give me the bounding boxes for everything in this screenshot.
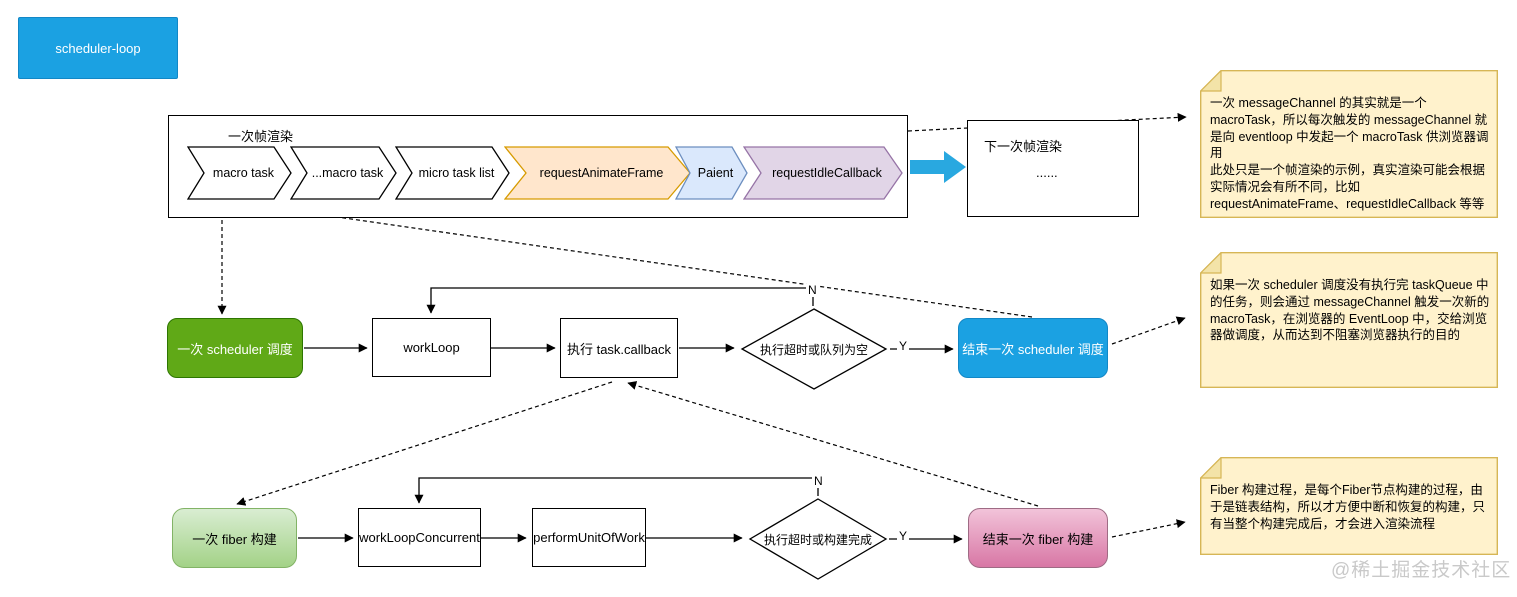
branch-label-yes: Y	[897, 529, 910, 544]
node-fiber-start: 一次 fiber 构建	[172, 508, 297, 568]
node-fiber-end: 结束一次 fiber 构建	[968, 508, 1108, 568]
decision-label: 执行超时或队列为空	[759, 342, 868, 357]
next-frame-box	[967, 120, 1139, 217]
note-fiber-build: Fiber 构建过程，是每个Fiber节点构建的过程，由于是链表结构，所以才方便…	[1200, 457, 1498, 555]
note-message-channel: 一次 messageChannel 的其实就是一个 macroTask，所以每次…	[1200, 70, 1498, 218]
branch-label-no: N	[806, 283, 819, 298]
chevron-request-idle-callback: requestIdleCallback	[743, 146, 903, 200]
chevron-paient: Paient	[675, 146, 748, 200]
decision-fiber-timeout: 执行超时或构建完成	[748, 498, 888, 580]
node-scheduler-end: 结束一次 scheduler 调度	[958, 318, 1108, 378]
decision-label: 执行超时或构建完成	[763, 532, 872, 547]
node-label: 一次 fiber 构建	[192, 531, 277, 547]
watermark: @稀土掘金技术社区	[1331, 560, 1512, 581]
node-workloop: workLoop	[372, 318, 491, 377]
chevron-label: requestAnimateFrame	[539, 166, 664, 180]
note-scheduler-yield: 如果一次 scheduler 调度没有执行完 taskQueue 中的任务，则会…	[1200, 252, 1498, 388]
chevron-label: requestIdleCallback	[772, 166, 882, 180]
node-label: workLoop	[403, 340, 460, 355]
decision-scheduler-timeout: 执行超时或队列为空	[740, 308, 888, 390]
node-label: performUnitOfWork	[533, 530, 645, 545]
frame-render-title: 一次帧渲染	[228, 129, 294, 144]
node-label: 执行 task.callback	[566, 341, 672, 357]
node-label: 一次 scheduler 调度	[177, 341, 293, 357]
node-workloop-concurrent: workLoopConcurrent	[358, 508, 481, 567]
node-scheduler-start: 一次 scheduler 调度	[167, 318, 303, 378]
chevron-more-macro-task: ...macro task	[290, 146, 397, 200]
note-text: Fiber 构建过程，是每个Fiber节点构建的过程，由于是链表结构，所以才方便…	[1210, 483, 1486, 531]
node-label: 结束一次 fiber 构建	[982, 531, 1094, 547]
branch-label-yes: Y	[897, 339, 910, 354]
next-frame-ellipsis: ......	[1036, 165, 1058, 180]
note-text: 如果一次 scheduler 调度没有执行完 taskQueue 中的任务，则会…	[1210, 278, 1490, 343]
chevron-label: macro task	[212, 166, 275, 180]
note-text: 一次 messageChannel 的其实就是一个 macroTask，所以每次…	[1210, 96, 1489, 211]
legend-label: scheduler-loop	[55, 40, 141, 56]
chevron-label: micro task list	[418, 166, 495, 180]
node-label: 结束一次 scheduler 调度	[962, 341, 1104, 357]
next-frame-arrow	[910, 151, 966, 183]
next-frame-title: 下一次帧渲染	[984, 139, 1063, 154]
chevron-request-animate-frame: requestAnimateFrame	[504, 146, 691, 200]
chevron-macro-task: macro task	[187, 146, 292, 200]
branch-label-no: N	[812, 474, 825, 489]
node-exec-task-callback: 执行 task.callback	[560, 318, 678, 378]
chevron-label: ...macro task	[311, 166, 384, 180]
chevron-label: Paient	[697, 166, 734, 180]
chevron-micro-task-list: micro task list	[395, 146, 510, 200]
legend-scheduler-loop: scheduler-loop	[18, 17, 178, 79]
node-perform-unit-of-work: performUnitOfWork	[532, 508, 646, 567]
node-label: workLoopConcurrent	[359, 530, 480, 545]
